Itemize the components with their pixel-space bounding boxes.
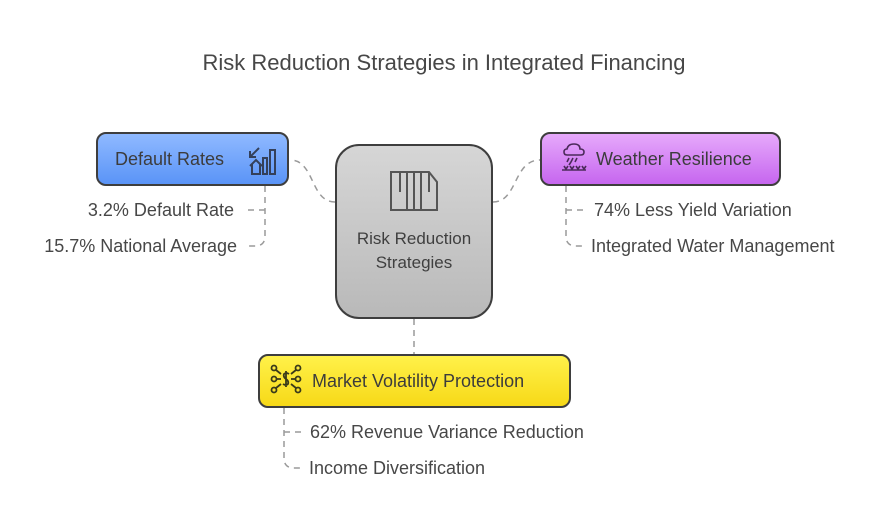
branch-weather-resilience[interactable]: Weather Resilience bbox=[540, 132, 781, 186]
center-label: Risk Reduction Strategies bbox=[356, 229, 472, 272]
leaf-yield-variation: 74% Less Yield Variation bbox=[594, 200, 792, 220]
leaf-water-management: Integrated Water Management bbox=[591, 236, 835, 256]
branch-default-rates[interactable]: Default Rates bbox=[96, 132, 289, 186]
dollar-network-icon bbox=[270, 364, 302, 399]
branch-label: Default Rates bbox=[115, 148, 225, 169]
connector-weather-items bbox=[565, 186, 585, 247]
leaf-national-average: 15.7% National Average bbox=[44, 236, 237, 256]
connector-center-default bbox=[289, 159, 336, 203]
columns-document-icon bbox=[389, 170, 439, 217]
connector-default-items bbox=[246, 186, 266, 247]
branch-label: Weather Resilience bbox=[596, 148, 752, 169]
connector-center-weather bbox=[492, 159, 541, 203]
rain-cloud-crops-icon bbox=[560, 142, 588, 177]
branch-market-volatility[interactable]: Market Volatility Protection bbox=[258, 354, 571, 408]
leaf-revenue-variance: 62% Revenue Variance Reduction bbox=[310, 422, 584, 442]
center-node[interactable]: Risk Reduction Strategies bbox=[335, 144, 493, 319]
branch-label: Market Volatility Protection bbox=[312, 370, 525, 391]
leaf-default-rate: 3.2% Default Rate bbox=[87, 200, 234, 220]
diagram-title: Risk Reduction Strategies in Integrated … bbox=[202, 50, 686, 75]
leaf-income-diversification: Income Diversification bbox=[309, 458, 486, 478]
connector-market-items bbox=[283, 408, 303, 469]
chart-home-down-icon bbox=[247, 144, 279, 181]
